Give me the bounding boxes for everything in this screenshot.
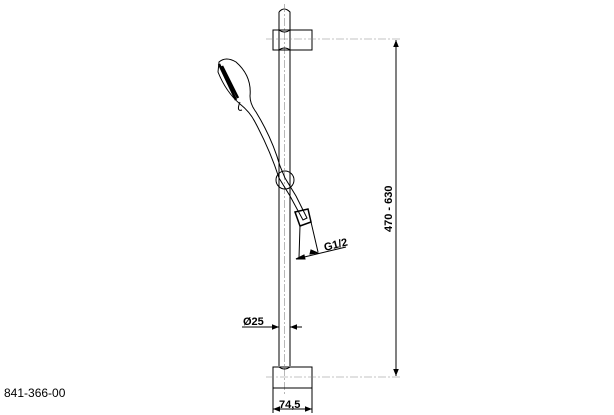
height-dimension-label: 470 - 630 bbox=[383, 186, 395, 232]
bottom-bracket bbox=[272, 366, 313, 389]
part-number: 841-366-00 bbox=[4, 386, 66, 400]
slide-rail bbox=[278, 8, 291, 366]
shower-holder bbox=[275, 170, 295, 190]
width-label: 74,5 bbox=[279, 399, 300, 411]
top-bracket bbox=[272, 29, 313, 51]
hand-shower bbox=[217, 58, 308, 221]
thread-label: G1/2 bbox=[323, 236, 349, 253]
diameter-label: Ø25 bbox=[243, 316, 264, 328]
